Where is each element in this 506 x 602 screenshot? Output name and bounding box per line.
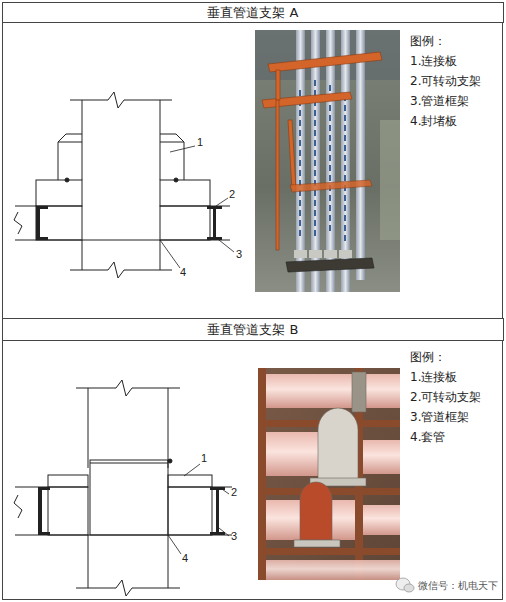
callout-number: 4 <box>182 552 188 565</box>
legend-item: 2.可转动支架 <box>410 390 481 404</box>
callout-number: 1 <box>201 452 207 465</box>
legend-item: 2.可转动支架 <box>410 74 481 88</box>
header-text: 垂直管道支架 A <box>207 5 298 21</box>
legend-item: 1.连接板 <box>410 54 457 68</box>
header-cell: 垂直管道支架 B <box>2 318 504 341</box>
callout-number: 2 <box>231 486 237 499</box>
callout-number: 3 <box>231 530 237 543</box>
legend-item: 图例： <box>410 34 446 48</box>
legend-item: 图例： <box>410 350 446 364</box>
callout-number: 4 <box>180 266 186 279</box>
legend-item: 3.管道框架 <box>410 410 469 424</box>
legend-item: 4.套管 <box>410 430 445 444</box>
watermark: 微信号：机电天下 <box>416 580 500 592</box>
legend-item: 4.封堵板 <box>410 114 457 128</box>
callout-number: 1 <box>197 136 203 149</box>
callout-number: 2 <box>229 188 235 201</box>
legend-item: 3.管道框架 <box>410 94 469 108</box>
callout-number: 3 <box>236 248 242 261</box>
legend-item: 1.连接板 <box>410 370 457 384</box>
header-text: 垂直管道支架 B <box>207 322 298 338</box>
header-cell: 垂直管道支架 A <box>2 2 504 23</box>
